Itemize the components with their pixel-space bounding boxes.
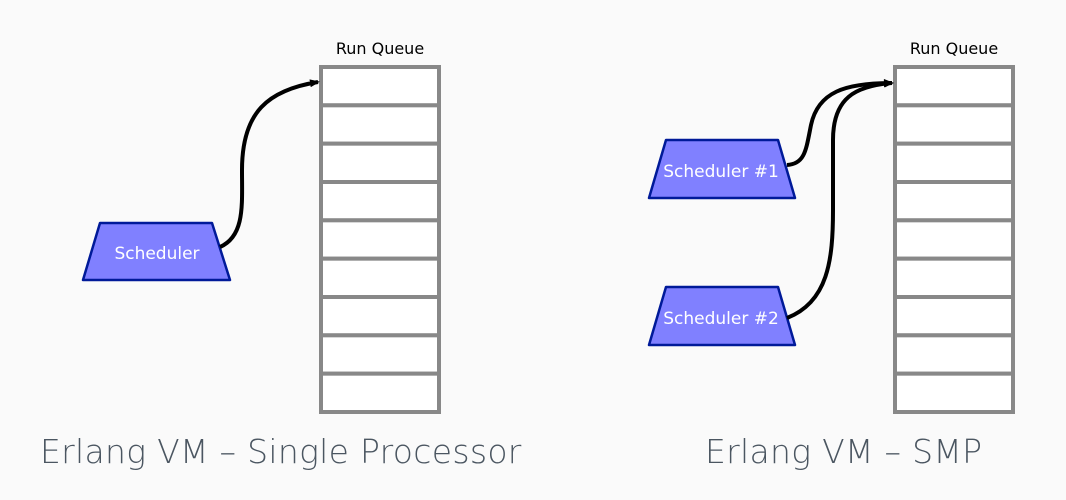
queue-slot (893, 103, 1015, 146)
smp-run-queue-label: Run Queue (910, 39, 998, 58)
smp-caption: Erlang VM – SMP (705, 432, 983, 471)
queue-slot (893, 65, 1015, 108)
queue-slot (893, 141, 1015, 185)
queue-slot (319, 103, 441, 146)
queue-slot (319, 256, 441, 299)
queue-slot (319, 180, 441, 223)
smp-run-queue (893, 65, 1015, 414)
smp-scheduler-1: Scheduler #1 (647, 138, 797, 200)
queue-slot (319, 218, 441, 261)
single-scheduler: Scheduler (81, 221, 232, 282)
queue-slot (893, 371, 1015, 414)
smp-arrow-1 (786, 79, 894, 167)
smp-arrow-2 (786, 79, 894, 320)
scheduler-shape (647, 138, 797, 200)
diagram-canvas: Run Queue Scheduler Run Queue Scheduler … (81, 39, 1015, 414)
scheduler-label: Scheduler (114, 244, 199, 264)
queue-slot (319, 141, 441, 185)
queue-slot (319, 333, 441, 376)
queue-slot (319, 295, 441, 338)
queue-slot (893, 256, 1015, 299)
queue-slot (893, 295, 1015, 338)
queue-slot (319, 371, 441, 414)
single-run-queue-label: Run Queue (336, 39, 424, 58)
scheduler-label: Scheduler #1 (663, 162, 779, 182)
single-caption: Erlang VM – Single Processor (40, 432, 522, 471)
single-arrow (219, 79, 320, 249)
scheduler-shape (81, 221, 232, 282)
single-run-queue (319, 65, 441, 414)
queue-slot (893, 180, 1015, 223)
smp-scheduler-2: Scheduler #2 (647, 285, 797, 347)
scheduler-shape (647, 285, 797, 347)
scheduler-label: Scheduler #2 (663, 309, 779, 329)
queue-slot (893, 218, 1015, 261)
queue-slot (319, 65, 441, 108)
queue-slot (893, 333, 1015, 376)
